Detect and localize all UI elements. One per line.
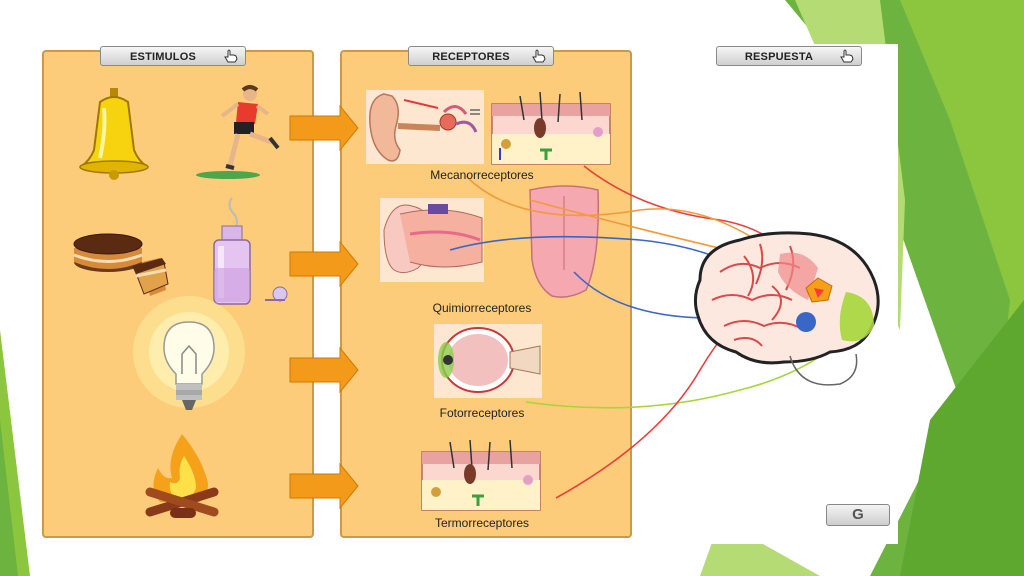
hand-pointer-icon [224,49,238,63]
thermoreceptors-label: Termorreceptores [434,516,530,530]
stimuli-panel [42,50,314,538]
hand-pointer-icon [840,49,854,63]
receptors-tab-label: RECEPTORES [432,51,510,63]
chemoreceptors-label: Quimiorreceptores [432,301,532,315]
hand-pointer-icon [532,49,546,63]
reload-icon: G [852,506,864,523]
response-tab[interactable]: RESPUESTA [716,46,862,66]
receptors-tab[interactable]: RECEPTORES [408,46,554,66]
mechanoreceptors-label: Mecanorreceptores [430,168,534,182]
receptors-panel [340,50,632,538]
stimuli-tab[interactable]: ESTIMULOS [100,46,246,66]
stimuli-tab-label: ESTIMULOS [130,51,196,63]
response-tab-label: RESPUESTA [744,51,814,63]
photoreceptors-label: Fotorreceptores [439,406,525,420]
reload-button[interactable]: G [826,504,890,526]
